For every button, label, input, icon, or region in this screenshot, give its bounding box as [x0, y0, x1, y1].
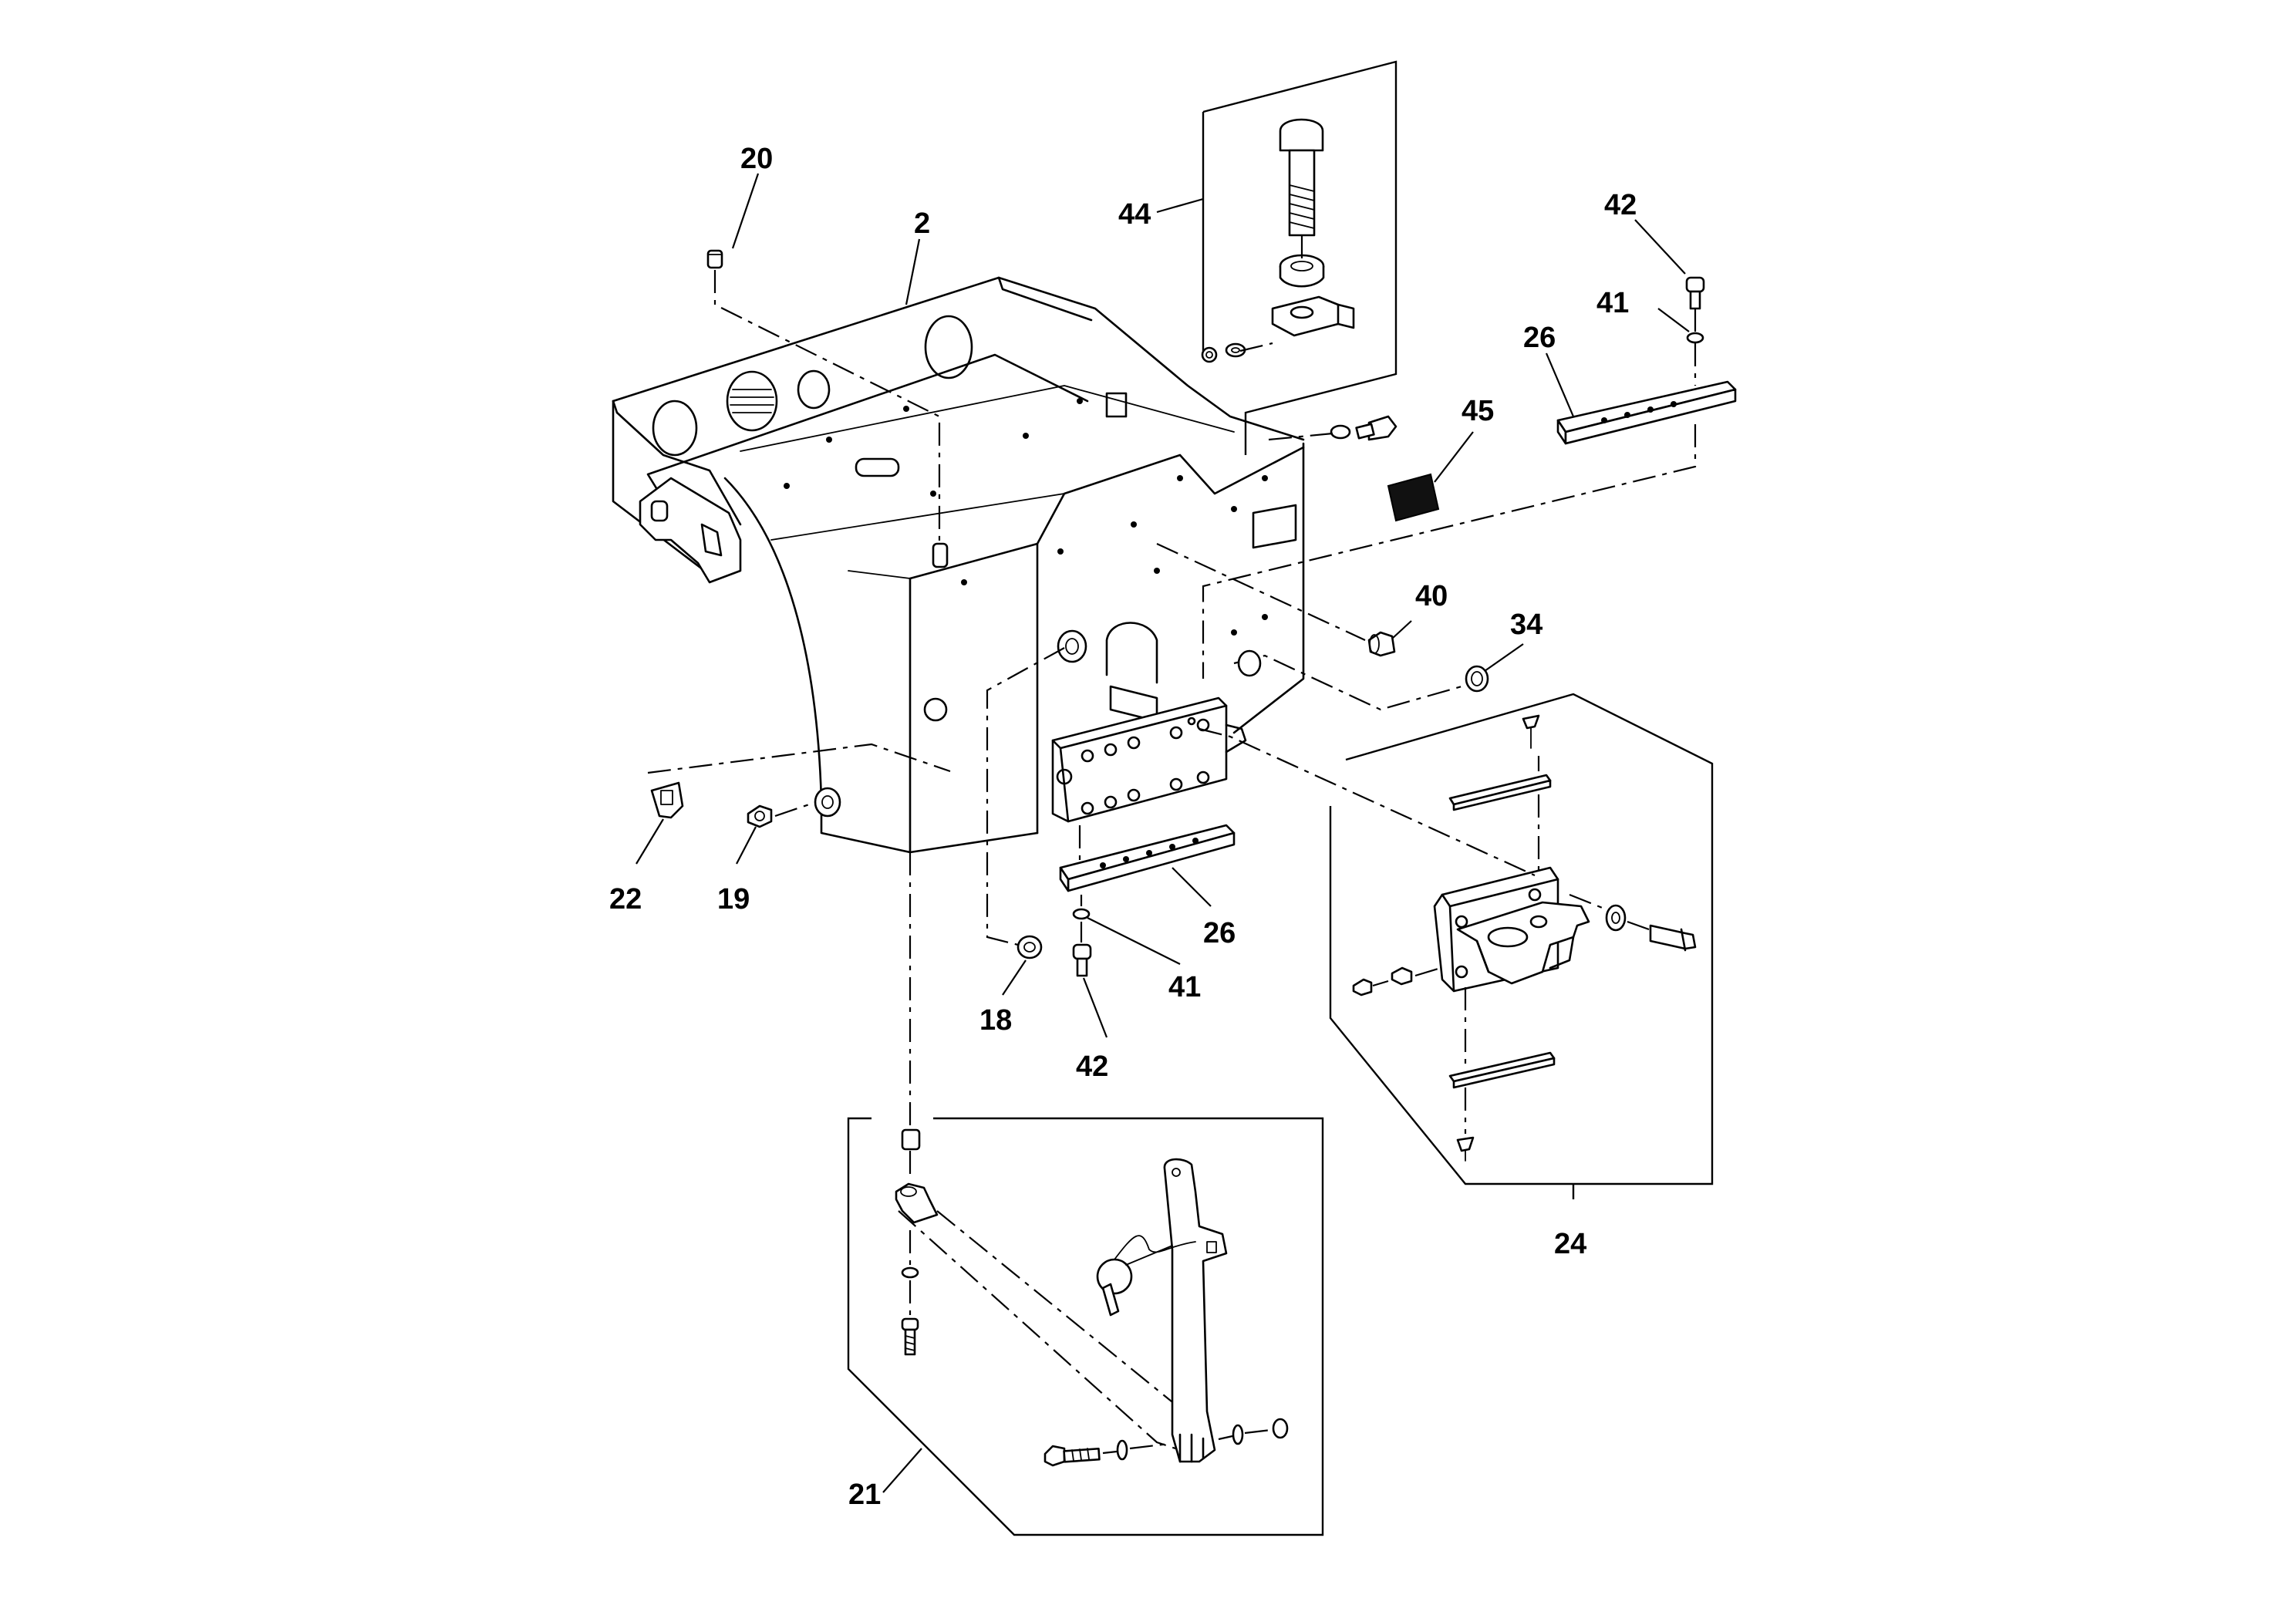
callout-42-lower: 42 [1076, 1050, 1108, 1083]
vent-grille-icon [726, 370, 778, 432]
washer-41-top [1686, 332, 1704, 344]
nut-19 [747, 804, 773, 828]
callout-44: 44 [1118, 198, 1151, 231]
callout-24: 24 [1554, 1228, 1586, 1260]
grommet-on-housing [814, 629, 1262, 818]
callout-26-top: 26 [1523, 322, 1556, 354]
lock-bar-21 [895, 1128, 1289, 1467]
callout-41-top: 41 [1596, 287, 1629, 319]
housing-openings [652, 315, 1297, 723]
plate-26-top [1556, 380, 1737, 445]
washer-41-lower [1072, 908, 1091, 920]
hinge-plate [1051, 696, 1247, 823]
grommet-18 [1017, 935, 1043, 959]
clip-22 [650, 781, 684, 819]
hitch-24 [1352, 714, 1697, 1162]
warning-label-45 [1387, 473, 1440, 522]
callout-41-lower: 41 [1168, 971, 1201, 1003]
callout-19: 19 [717, 883, 750, 916]
callout-42-top: 42 [1604, 189, 1637, 221]
callout-labels: 20 2 44 42 41 26 45 40 34 22 19 26 41 18… [609, 143, 1637, 1511]
mount-bolt-44 [1201, 118, 1355, 363]
screw-42-lower [1072, 943, 1092, 977]
callout-21: 21 [848, 1479, 881, 1511]
plug-40 [1367, 631, 1396, 657]
callout-2: 2 [914, 207, 930, 240]
callout-22: 22 [609, 883, 642, 916]
housing-holes [784, 398, 1268, 636]
bolt-to-housing [1330, 415, 1397, 441]
stud-in-housing [932, 542, 949, 568]
callout-20: 20 [740, 143, 773, 175]
spacer-20 [706, 249, 723, 269]
callout-18: 18 [979, 1004, 1012, 1037]
lifting-lug [639, 477, 742, 584]
grommet-34 [1465, 665, 1489, 693]
leader-lines [636, 173, 1690, 1038]
plate-26-lower [1059, 824, 1236, 892]
callout-26-lower: 26 [1203, 917, 1236, 949]
callout-45: 45 [1462, 395, 1494, 427]
callout-34: 34 [1510, 609, 1542, 641]
screw-42-top [1685, 276, 1705, 310]
callout-40: 40 [1415, 580, 1448, 612]
